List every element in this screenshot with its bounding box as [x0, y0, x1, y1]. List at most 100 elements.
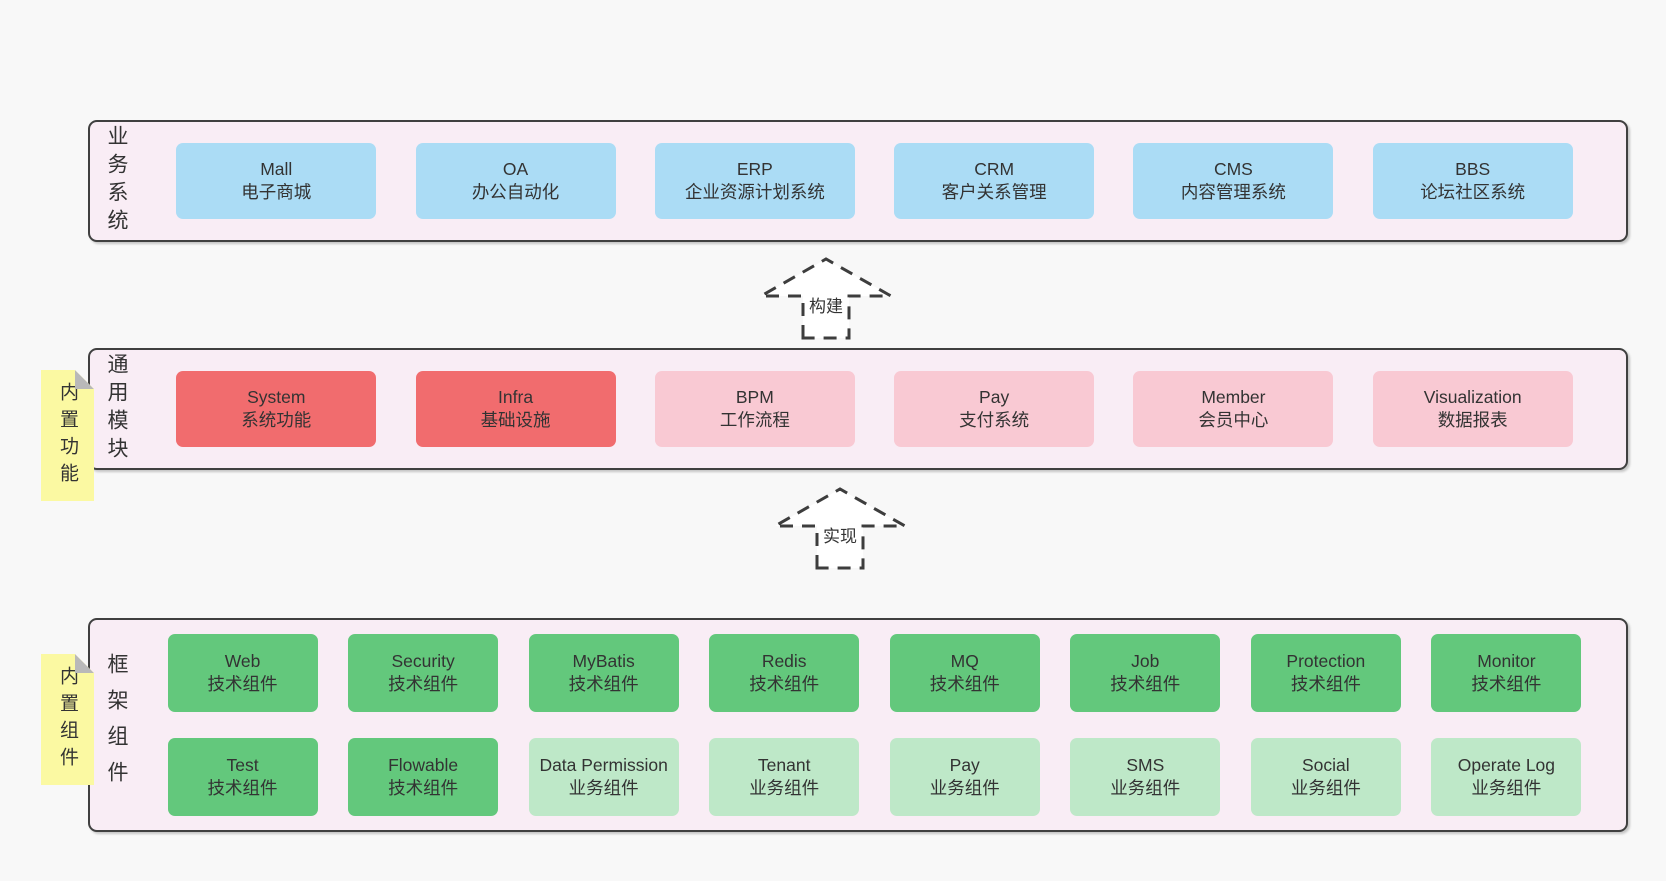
box-visualization: Visualization 数据报表	[1372, 371, 1573, 447]
box-title: Pay	[949, 755, 980, 775]
box-title: CRM	[974, 159, 1015, 179]
box-title: System	[247, 387, 306, 407]
box-pay-component: Pay 业务组件	[889, 738, 1040, 816]
box-title: Protection	[1286, 651, 1366, 671]
components-row-1: Web 技术组件 Security 技术组件 MyBatis 技术组件 Redi…	[137, 634, 1612, 712]
box-subtitle: 业务组件	[749, 778, 820, 798]
box-title: Security	[391, 651, 455, 671]
box-oa: OA 办公自动化	[415, 143, 616, 219]
box-subtitle: 技术组件	[388, 778, 459, 798]
box-monitor: Monitor 技术组件	[1431, 634, 1582, 712]
box-erp: ERP 企业资源计划系统	[654, 143, 855, 219]
box-sms: SMS 业务组件	[1070, 738, 1221, 816]
box-cms: CMS 内容管理系统	[1133, 143, 1334, 219]
box-bpm: BPM 工作流程	[654, 371, 855, 447]
box-title: Member	[1201, 387, 1266, 407]
box-title: Data Permission	[539, 755, 668, 775]
box-title: Job	[1131, 651, 1160, 671]
box-title: CMS	[1213, 159, 1253, 179]
box-subtitle: 技术组件	[1290, 674, 1361, 694]
box-subtitle: 技术组件	[207, 778, 278, 798]
box-subtitle: 技术组件	[1110, 674, 1181, 694]
box-subtitle: 基础设施	[480, 410, 551, 430]
business-boxes-row: Mall 电子商城 OA 办公自动化 ERP 企业资源计划系统 CRM 客户关系…	[137, 143, 1612, 219]
box-subtitle: 企业资源计划系统	[684, 182, 825, 202]
box-subtitle: 技术组件	[207, 674, 278, 694]
box-title: MQ	[950, 651, 979, 671]
box-subtitle: 支付系统	[959, 410, 1030, 430]
box-title: Redis	[761, 651, 807, 671]
box-subtitle: 业务组件	[929, 778, 1000, 798]
box-subtitle: 业务组件	[568, 778, 639, 798]
arrow-implement-label: 实现	[820, 522, 860, 547]
sticky-note-builtin-features: 内置功能	[41, 370, 94, 501]
box-title: Flowable	[388, 755, 459, 775]
box-title: Operate Log	[1457, 755, 1556, 775]
box-pay-module: Pay 支付系统	[894, 371, 1095, 447]
box-test: Test 技术组件	[167, 738, 318, 816]
box-tenant: Tenant 业务组件	[709, 738, 860, 816]
box-title: Monitor	[1477, 651, 1536, 671]
box-subtitle: 系统功能	[241, 410, 312, 430]
box-subtitle: 会员中心	[1198, 410, 1269, 430]
box-subtitle: 电子商城	[241, 182, 312, 202]
box-title: Web	[224, 651, 261, 671]
box-title: OA	[502, 159, 529, 179]
box-mall: Mall 电子商城	[176, 143, 377, 219]
box-title: Test	[226, 755, 259, 775]
box-mybatis: MyBatis 技术组件	[528, 634, 679, 712]
box-member: Member 会员中心	[1133, 371, 1334, 447]
band-common-modules: 通用模块 System 系统功能 Infra 基础设施 BPM 工作流程 Pay…	[88, 348, 1628, 470]
box-title: Social	[1301, 755, 1350, 775]
band-framework-components: 框架组件 Web 技术组件 Security 技术组件 MyBatis 技术组件…	[88, 618, 1628, 832]
box-web: Web 技术组件	[167, 634, 318, 712]
box-title: Mall	[260, 159, 293, 179]
box-title: Tenant	[757, 755, 811, 775]
box-subtitle: 技术组件	[1471, 674, 1542, 694]
components-grid: Web 技术组件 Security 技术组件 MyBatis 技术组件 Redi…	[137, 634, 1612, 816]
box-mq: MQ 技术组件	[889, 634, 1040, 712]
box-social: Social 业务组件	[1250, 738, 1401, 816]
band-business-systems: 业务系统 Mall 电子商城 OA 办公自动化 ERP 企业资源计划系统 CRM…	[88, 120, 1628, 242]
box-title: SMS	[1126, 755, 1165, 775]
box-title: BPM	[735, 387, 774, 407]
box-subtitle: 论坛社区系统	[1420, 182, 1526, 202]
box-subtitle: 技术组件	[929, 674, 1000, 694]
sticky-note-text: 内置组件	[57, 665, 78, 774]
band-business-label: 业务系统	[105, 125, 128, 237]
box-title: BBS	[1455, 159, 1491, 179]
sticky-note-text: 内置功能	[57, 381, 78, 490]
box-subtitle: 业务组件	[1110, 778, 1181, 798]
box-flowable: Flowable 技术组件	[348, 738, 499, 816]
box-subtitle: 技术组件	[388, 674, 459, 694]
box-title: ERP	[736, 159, 773, 179]
box-subtitle: 技术组件	[749, 674, 820, 694]
box-subtitle: 客户关系管理	[941, 182, 1047, 202]
modules-boxes-row: System 系统功能 Infra 基础设施 BPM 工作流程 Pay 支付系统…	[137, 371, 1612, 447]
arrow-build-label: 构建	[806, 292, 846, 317]
box-subtitle: 工作流程	[719, 410, 790, 430]
box-system: System 系统功能	[176, 371, 377, 447]
box-subtitle: 业务组件	[1290, 778, 1361, 798]
box-bbs: BBS 论坛社区系统	[1372, 143, 1573, 219]
box-security: Security 技术组件	[348, 634, 499, 712]
box-title: Infra	[498, 387, 534, 407]
box-subtitle: 办公自动化	[471, 182, 560, 202]
box-title: Visualization	[1423, 387, 1522, 407]
box-title: MyBatis	[572, 651, 635, 671]
box-subtitle: 技术组件	[568, 674, 639, 694]
band-components-label: 框架组件	[105, 653, 128, 797]
sticky-note-builtin-components: 内置组件	[41, 654, 94, 785]
box-data-permission: Data Permission 业务组件	[528, 738, 679, 816]
box-subtitle: 业务组件	[1471, 778, 1542, 798]
box-subtitle: 内容管理系统	[1180, 182, 1286, 202]
box-infra: Infra 基础设施	[415, 371, 616, 447]
box-title: Pay	[979, 387, 1010, 407]
box-redis: Redis 技术组件	[709, 634, 860, 712]
box-subtitle: 数据报表	[1437, 410, 1508, 430]
box-operate-log: Operate Log 业务组件	[1431, 738, 1582, 816]
box-job: Job 技术组件	[1070, 634, 1221, 712]
box-protection: Protection 技术组件	[1250, 634, 1401, 712]
box-crm: CRM 客户关系管理	[894, 143, 1095, 219]
band-modules-label: 通用模块	[105, 353, 128, 465]
